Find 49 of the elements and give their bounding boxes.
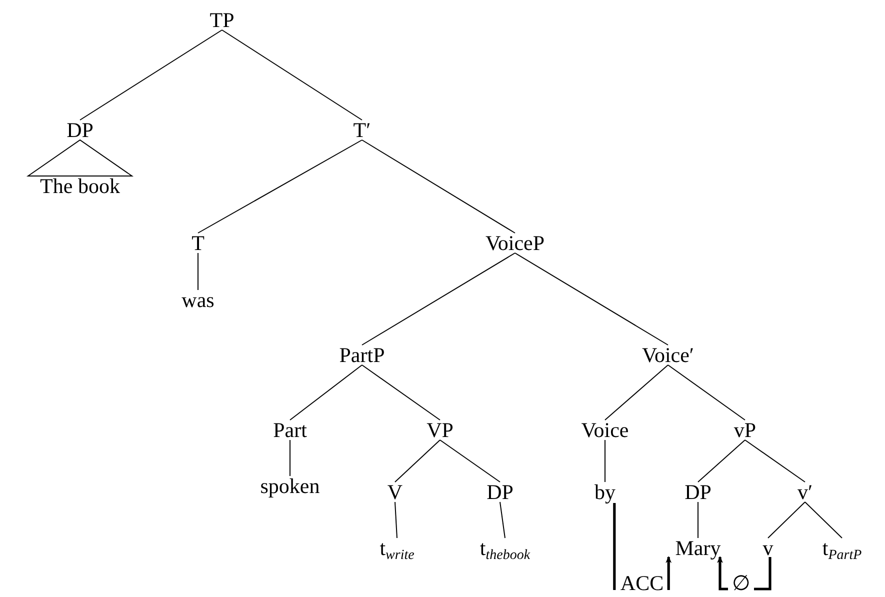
tree-branch [440, 440, 500, 482]
tree-branch [768, 502, 806, 538]
tree-branch [394, 440, 440, 482]
tree-label: ∅ [732, 572, 750, 594]
tree-label: ACC [620, 572, 664, 594]
tree-label: VoiceP [485, 232, 545, 254]
tree-branch [394, 502, 398, 538]
tree-branch [804, 502, 842, 538]
tree-label: spoken [260, 475, 320, 497]
tree-label: Voice [581, 419, 629, 441]
movement-arrow [717, 556, 728, 590]
tree-label: was [182, 289, 214, 311]
tree-branch [80, 30, 222, 120]
tree-label: T [192, 232, 204, 254]
tree-label: V [387, 481, 403, 503]
movement-arrow [754, 557, 772, 590]
tree-label: vP [734, 419, 756, 441]
tree-label: TP [210, 9, 234, 31]
tree-branch [604, 364, 668, 420]
tree-label: v′ [797, 481, 813, 503]
tree-label: The book [40, 175, 120, 197]
tree-branch [698, 440, 746, 482]
tree-branch [290, 364, 362, 420]
tree-branch [744, 440, 806, 482]
tree-label: Mary [675, 537, 721, 559]
tree-label: t$_{write}$ [380, 537, 414, 559]
tree-label: Voice′ [642, 344, 694, 366]
tree-branch [500, 502, 506, 538]
tree-label: VP [426, 419, 454, 441]
tree-label: t$_{PartP}$ [822, 537, 862, 559]
tree-branch [604, 440, 606, 482]
tree-label: DP [486, 481, 514, 503]
tree-branch [362, 364, 440, 420]
tree-label: T′ [353, 119, 371, 141]
tree-label: PartP [339, 344, 385, 366]
tree-branch [668, 364, 746, 420]
tree-branch [514, 252, 668, 346]
tree-label: by [594, 481, 616, 503]
tree-branch [198, 140, 362, 234]
movement-arrow [666, 556, 672, 590]
tree-label: v [762, 537, 774, 559]
tree-branch [362, 140, 516, 234]
tree-label: DP [66, 119, 94, 141]
triangle-roof [26, 139, 134, 176]
tree-branch [222, 30, 362, 120]
tree-label: DP [684, 481, 712, 503]
tree-label: Part [273, 419, 307, 441]
tree-label: t$_{thebook}$ [480, 537, 530, 559]
tree-branch [362, 252, 516, 346]
